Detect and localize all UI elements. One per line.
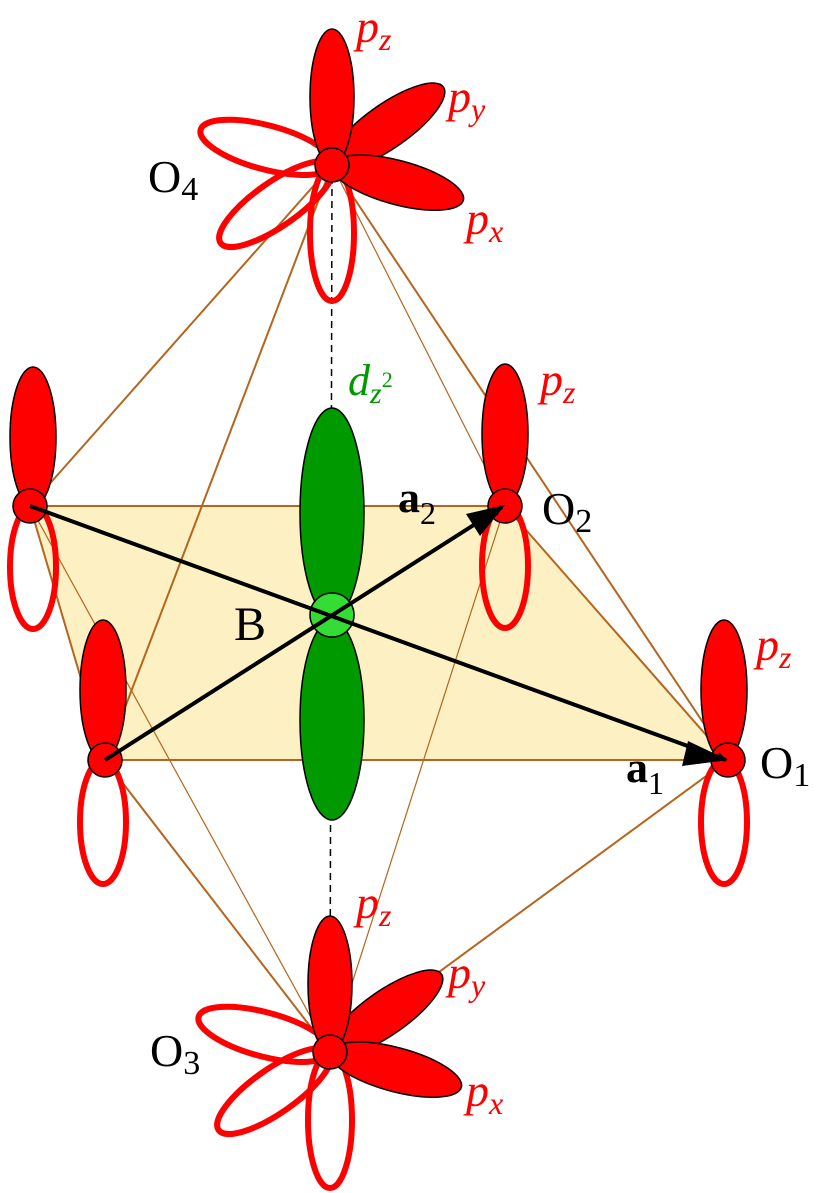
- o2-pz-orbital: [479, 363, 531, 631]
- o4-py-label: py: [445, 71, 486, 127]
- o-bottom-left-pz-orbital: [77, 619, 129, 887]
- a1-label: a1: [626, 743, 664, 801]
- o2-pz-label: pz: [537, 354, 576, 410]
- o1-label: O1: [760, 737, 810, 794]
- o3-py-label: py: [445, 947, 486, 1003]
- o4-px-label: px: [463, 193, 503, 249]
- vector-a1-head: [682, 741, 728, 766]
- o4-orbitals: [197, 28, 465, 304]
- vertical-axis: [329, 164, 333, 1053]
- o3-label: O3: [150, 1025, 200, 1082]
- o2-label: O2: [542, 483, 592, 540]
- vector-a2-head: [466, 505, 505, 536]
- vector-a1: [29, 504, 727, 762]
- d-orbital-label: dz2: [348, 356, 393, 410]
- o3-orbitals: [195, 915, 463, 1191]
- o4-label: O4: [148, 151, 198, 208]
- vector-a2: [103, 505, 504, 762]
- a2-label: a2: [398, 473, 436, 531]
- b-label: B: [234, 598, 266, 651]
- o3-px-label: px: [463, 1065, 503, 1121]
- o1-pz-label: pz: [753, 619, 792, 675]
- o-top-left-pz-orbital: [7, 366, 59, 632]
- o4-pz-label: pz: [353, 1, 392, 57]
- o3-pz-label: pz: [353, 877, 392, 933]
